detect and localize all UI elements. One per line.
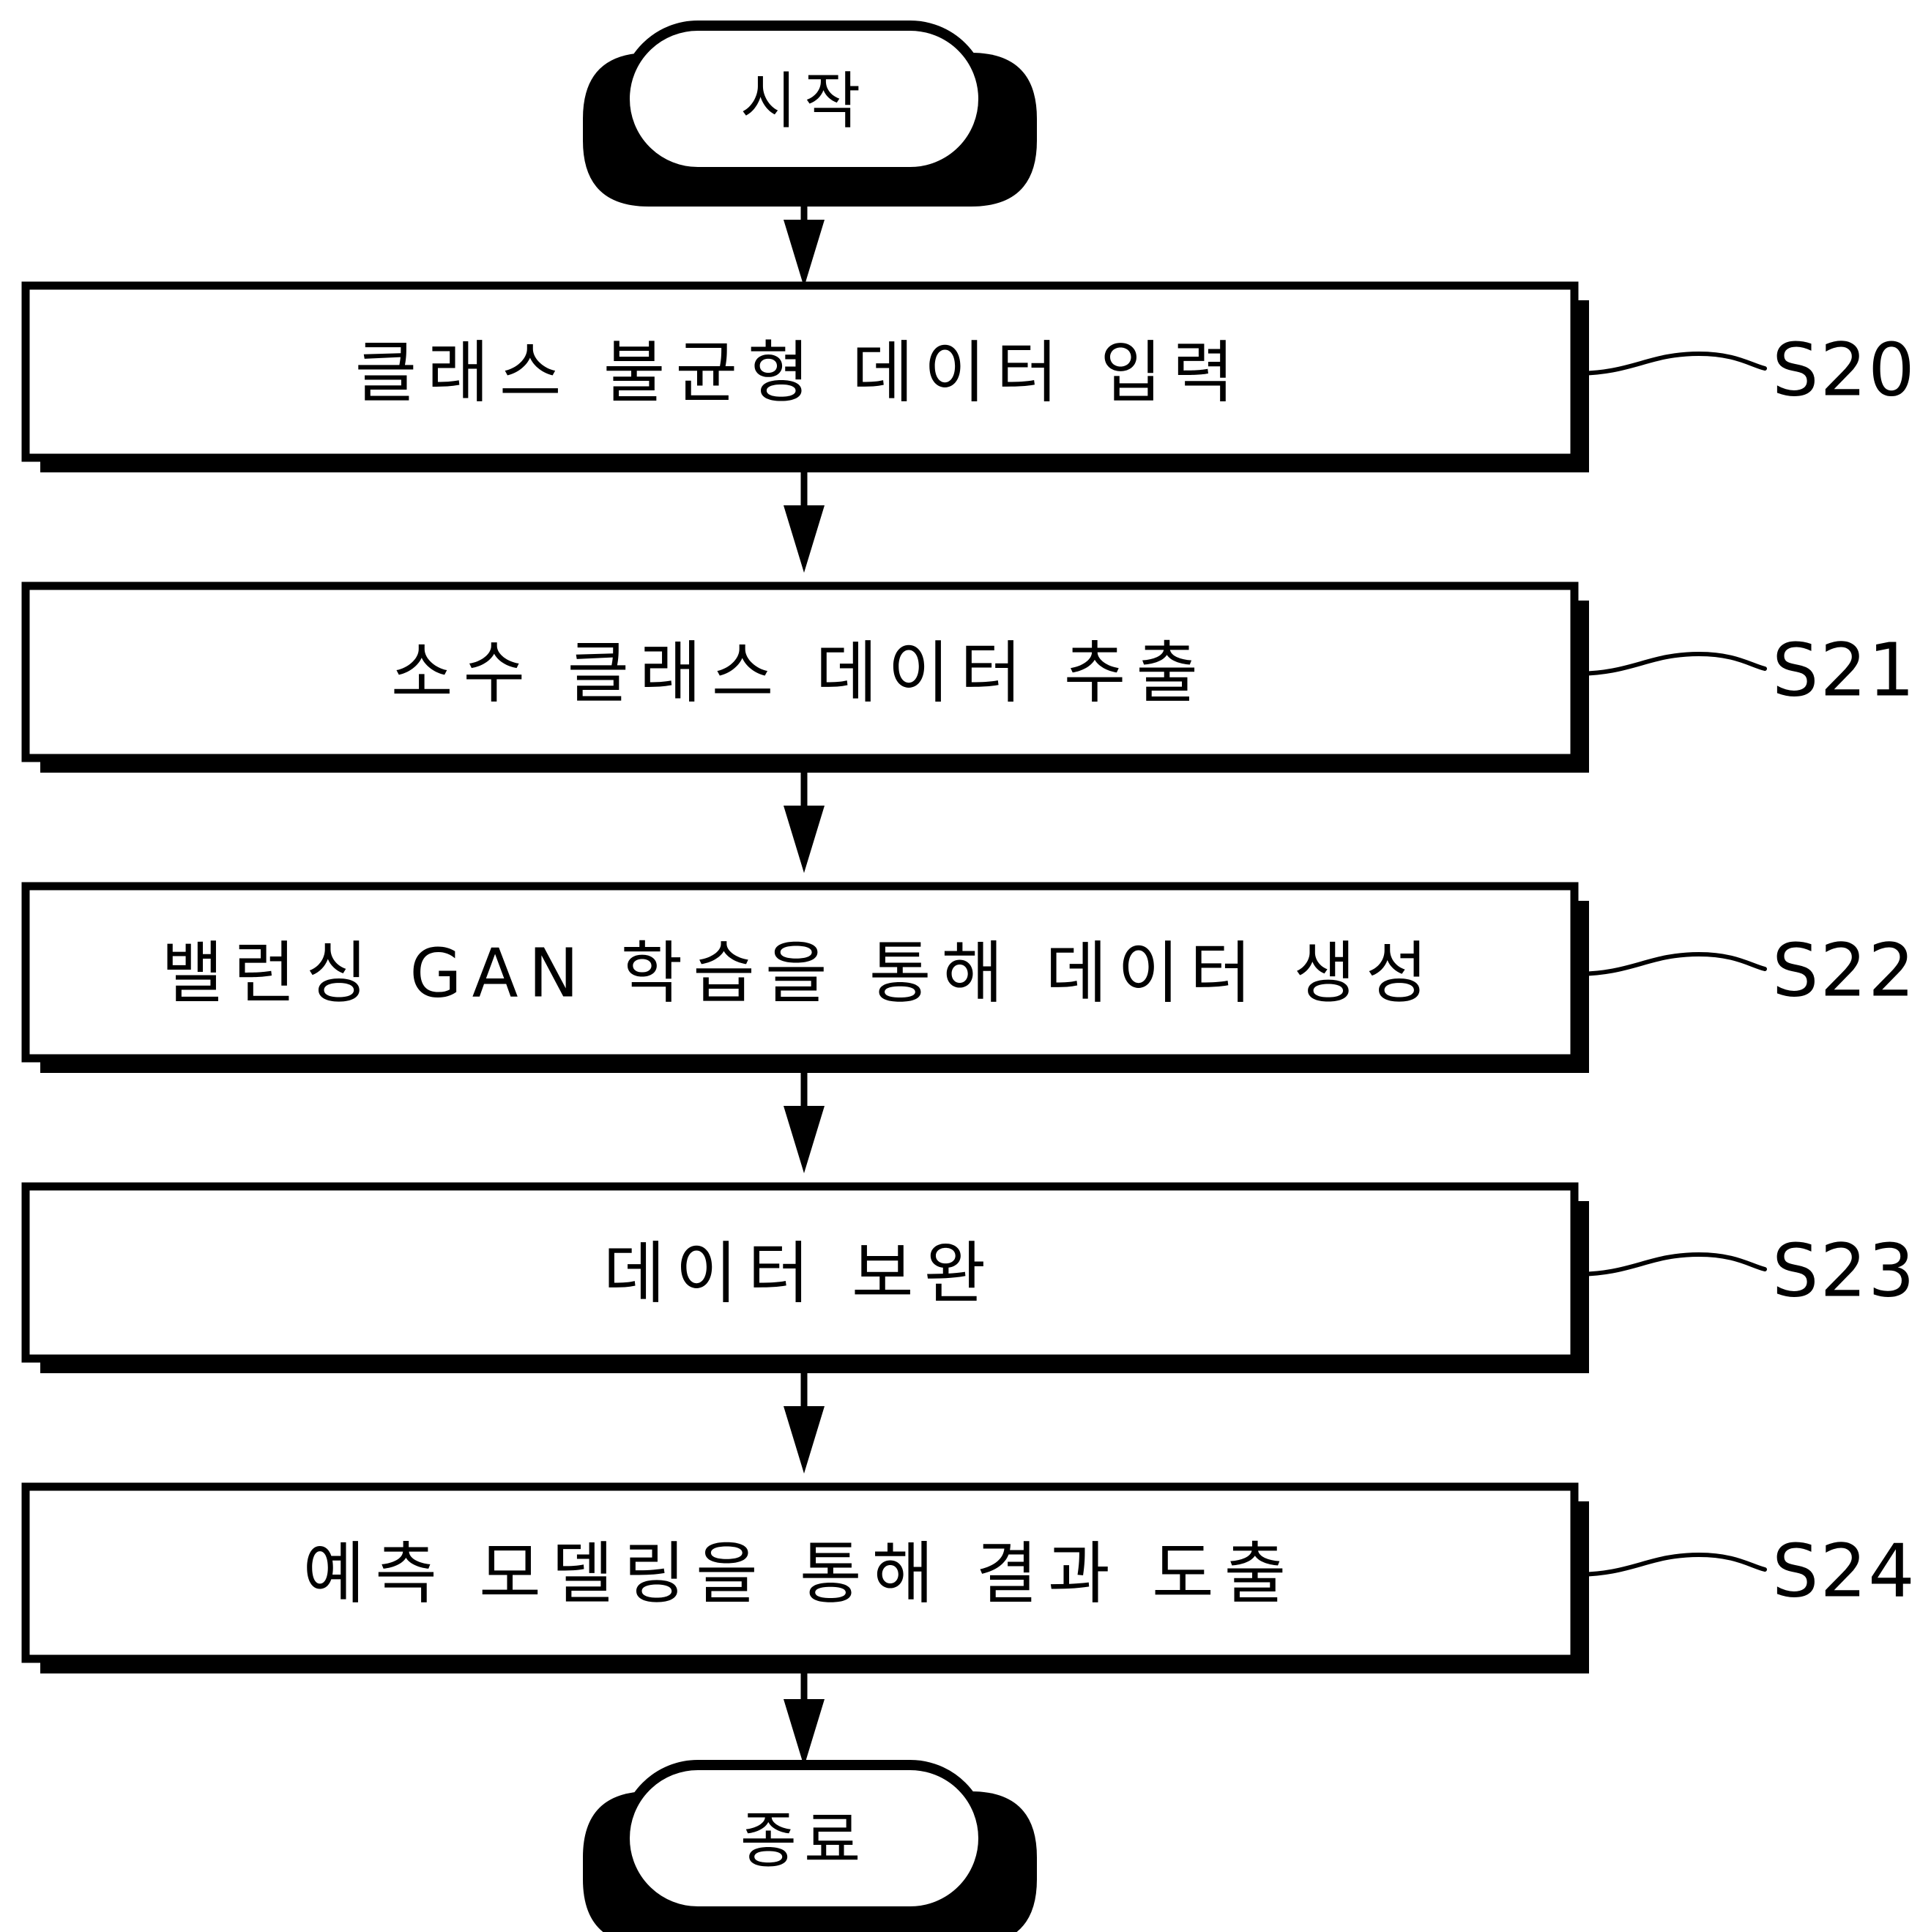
end-node-label: 종료 bbox=[740, 1805, 868, 1876]
process-node-s21-label: 소수 클래스 데이터 추출 bbox=[391, 634, 1208, 713]
process-node-s24[interactable]: 예측 모델링을 통해 결과 도출 bbox=[21, 1482, 1589, 1673]
step-ref-s22: S22 bbox=[1572, 928, 1916, 1014]
leader-line bbox=[1572, 351, 1767, 376]
connector-s20-to-s21 bbox=[784, 460, 825, 573]
arrow-head-icon bbox=[784, 806, 825, 873]
arrow-head-icon bbox=[784, 1406, 825, 1474]
step-ref-s24-label: S24 bbox=[1772, 1528, 1916, 1614]
end-node-shape bbox=[620, 1760, 989, 1917]
process-node-s22-label: 밸런싱 GAN 학습을 통해 데이터 생성 bbox=[161, 935, 1438, 1013]
process-node-s21[interactable]: 소수 클래스 데이터 추출 bbox=[21, 582, 1589, 773]
step-ref-s21: S21 bbox=[1572, 628, 1916, 713]
step-ref-s22-label: S22 bbox=[1772, 928, 1916, 1014]
step-ref-s20: S20 bbox=[1572, 327, 1916, 413]
step-ref-s21-label: S21 bbox=[1772, 628, 1916, 713]
process-node-s23-shape bbox=[21, 1182, 1579, 1363]
connector-start-to-s20 bbox=[784, 174, 825, 287]
process-node-s20[interactable]: 클래스 불균형 데이터 입력 bbox=[21, 281, 1589, 472]
process-node-s20-shape bbox=[21, 281, 1579, 462]
end-node[interactable]: 종료 bbox=[583, 1760, 1037, 1932]
start-node[interactable]: 시작 bbox=[583, 21, 1037, 207]
arrow-head-icon bbox=[784, 505, 825, 573]
start-node-shape bbox=[620, 21, 989, 177]
arrow-head-icon bbox=[784, 1106, 825, 1173]
step-ref-s24: S24 bbox=[1572, 1528, 1916, 1614]
leader-line bbox=[1572, 651, 1767, 676]
process-node-s23-label: 데이터 보완 bbox=[603, 1235, 996, 1313]
connector-s22-to-s23 bbox=[784, 1060, 825, 1173]
process-node-s24-shape bbox=[21, 1482, 1579, 1663]
process-node-s23[interactable]: 데이터 보완 bbox=[21, 1182, 1589, 1373]
leader-line bbox=[1572, 951, 1767, 976]
step-ref-s20-label: S20 bbox=[1772, 327, 1916, 413]
arrow-head-icon bbox=[784, 220, 825, 287]
step-ref-s23: S23 bbox=[1572, 1228, 1916, 1314]
leader-line bbox=[1572, 1252, 1767, 1277]
leader-line bbox=[1572, 1552, 1767, 1577]
step-ref-s23-label: S23 bbox=[1772, 1228, 1916, 1314]
process-node-s22-shape bbox=[21, 882, 1579, 1063]
arrow-head-icon bbox=[784, 1699, 825, 1766]
connector-s24-to-end bbox=[784, 1661, 825, 1766]
process-node-s22[interactable]: 밸런싱 GAN 학습을 통해 데이터 생성 bbox=[21, 882, 1589, 1073]
start-node-label: 시작 bbox=[740, 65, 868, 137]
connector-s21-to-s22 bbox=[784, 760, 825, 873]
connector-s23-to-s24 bbox=[784, 1361, 825, 1474]
process-node-s24-label: 예측 모델링을 통해 결과 도출 bbox=[303, 1535, 1297, 1613]
process-node-s20-label: 클래스 불균형 데이터 입력 bbox=[355, 334, 1245, 412]
